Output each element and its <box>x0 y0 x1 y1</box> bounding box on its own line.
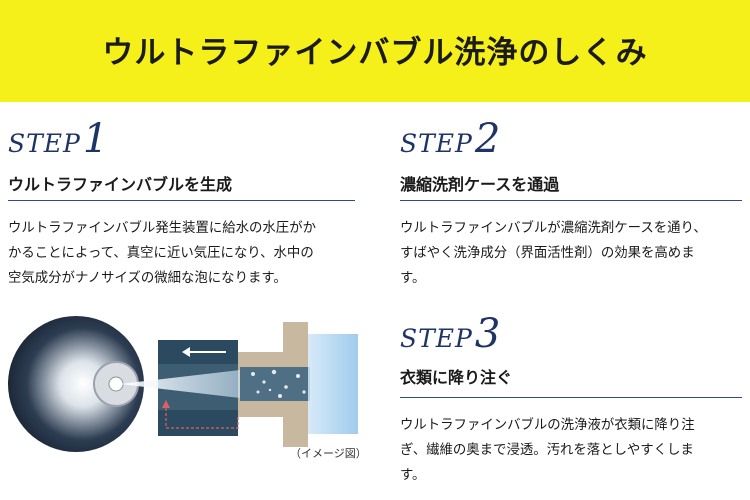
bubble-particles <box>251 369 306 398</box>
step2-divider <box>400 200 742 201</box>
step2-number: 2 <box>474 116 501 162</box>
step2-word: STEP <box>400 129 473 158</box>
step3-label: STEP3 <box>400 311 500 357</box>
step3-body: ウルトラファインバブルの洗浄液が衣類に降り注 ぎ、繊維の奥まで浸透。汚れを落とし… <box>400 413 695 488</box>
step3-body-line: す。 <box>400 468 426 483</box>
water-flow <box>308 334 358 434</box>
water-spray <box>120 370 240 398</box>
step1-body-line: 空気成分がナノサイズの微細な泡になります。 <box>8 271 287 286</box>
nozzle-disc <box>8 316 144 452</box>
step3-word: STEP <box>400 324 473 353</box>
page-title: ウルトラファインバブル洗浄のしくみ <box>102 35 648 71</box>
step1-divider <box>8 200 355 201</box>
step3-divider <box>400 397 742 398</box>
step3-number: 3 <box>474 311 501 357</box>
step1-number: 1 <box>82 116 109 162</box>
step2-body-line: す。 <box>400 271 426 286</box>
illustration-caption: （イメージ図） <box>290 447 367 460</box>
step3-body-line: ウルトラファインバブルの洗浄液が衣類に降り注 <box>400 418 695 433</box>
step2-body-line: ウルトラファインバブルが濃縮洗剤ケースを通り、 <box>400 221 707 236</box>
step1-word: STEP <box>8 129 81 158</box>
step3-heading: 衣類に降り注ぐ <box>400 368 513 387</box>
step1-body: ウルトラファインバブル発生装置に給水の水圧がか かることによって、真空に近い気圧… <box>8 216 316 291</box>
arrow-head-icon <box>182 347 190 357</box>
step2-body: ウルトラファインバブルが濃縮洗剤ケースを通り、 すばやく洗浄成分（界面活性剤）の… <box>400 216 707 291</box>
dashed-path <box>165 404 239 429</box>
step1-heading: ウルトラファインバブルを生成 <box>8 175 233 194</box>
dashed-arrow-icon <box>162 400 170 408</box>
title-banner: ウルトラファインバブル洗浄のしくみ <box>0 0 750 102</box>
step2-heading: 濃縮洗剤ケースを通過 <box>400 175 560 194</box>
bubble-generator-illustration <box>8 316 358 452</box>
step3-body-line: ぎ、繊維の奥まで浸透。汚れを落としやすくしま <box>400 443 694 458</box>
step1-label: STEP1 <box>8 116 108 162</box>
step1-body-line: かることによって、真空に近い気圧になり、水中の <box>8 246 314 261</box>
step1-body-line: ウルトラファインバブル発生装置に給水の水圧がか <box>8 221 316 236</box>
step2-body-line: すばやく洗浄成分（界面活性剤）の効果を高めま <box>400 246 695 261</box>
step2-label: STEP2 <box>400 116 500 162</box>
